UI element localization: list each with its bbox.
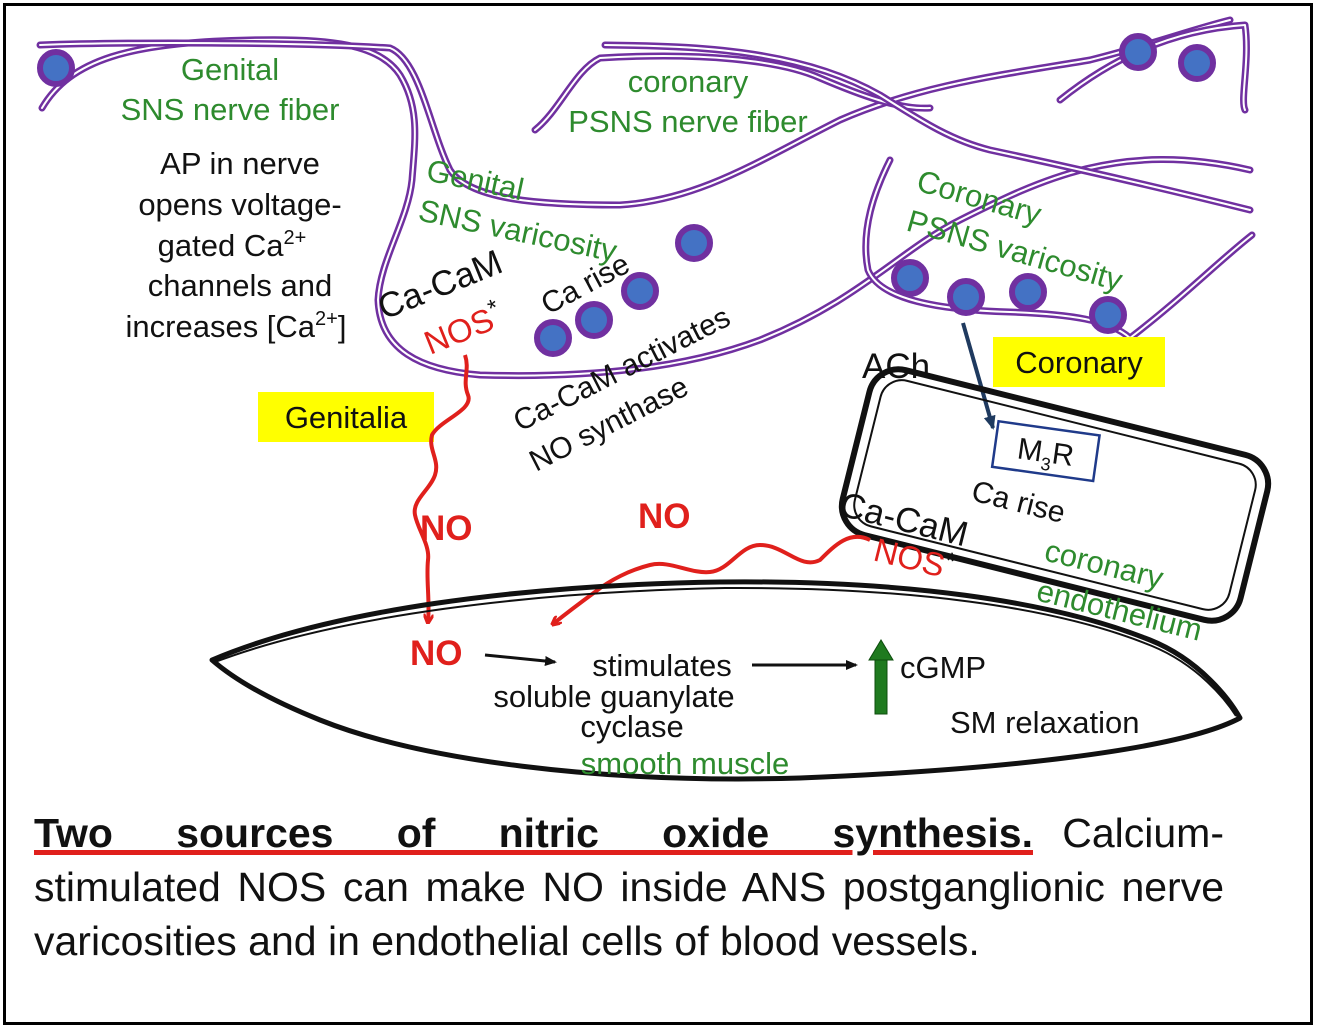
no-label-right: NO bbox=[638, 497, 691, 536]
m3r-receptor: M3R bbox=[990, 419, 1101, 483]
increase-arrow-icon bbox=[868, 639, 894, 715]
vesicles bbox=[37, 33, 1216, 357]
ap-line-2: opens voltage- bbox=[138, 187, 341, 222]
figure-caption: Two sources of nitric oxide synthesis. C… bbox=[34, 806, 1224, 968]
smooth-muscle-label: smooth muscle bbox=[581, 746, 789, 781]
no-path-coronary bbox=[553, 534, 871, 624]
ap-line-1: AP in nerve bbox=[160, 146, 320, 181]
nitric-oxide-diagram: Genital SNS nerve fiber coronary PSNS ne… bbox=[36, 16, 1272, 782]
vesicle bbox=[1089, 296, 1127, 334]
soluble-label: soluble guanylate bbox=[493, 679, 734, 714]
figure-frame bbox=[3, 3, 1313, 1025]
cgmp-label: cGMP bbox=[900, 650, 986, 685]
coronary-psns-fiber-label-2: PSNS nerve fiber bbox=[568, 104, 808, 139]
genitalia-highlight: Genitalia bbox=[258, 392, 434, 442]
vesicle bbox=[947, 278, 985, 316]
vesicle bbox=[621, 272, 659, 310]
vesicle bbox=[575, 301, 613, 339]
no-label-muscle: NO bbox=[410, 634, 463, 673]
genital-sns-nerve bbox=[36, 16, 1254, 380]
vesicle bbox=[37, 49, 75, 87]
no-path-genital bbox=[412, 354, 471, 622]
sm-relaxation-label: SM relaxation bbox=[950, 705, 1140, 740]
ap-line-3: gated Ca2+ bbox=[158, 227, 307, 263]
genitalia-label: Genitalia bbox=[285, 400, 408, 435]
vesicle bbox=[534, 319, 572, 357]
endothelial-cell bbox=[838, 366, 1272, 624]
vesicle bbox=[1178, 44, 1216, 82]
cyclase-label: cyclase bbox=[580, 709, 683, 744]
caption-body: Calcium-stimulated NOS can make NO insid… bbox=[34, 810, 1224, 964]
coronary-highlight: Coronary bbox=[993, 337, 1165, 387]
ach-arrow bbox=[961, 322, 996, 430]
coronary-label: Coronary bbox=[1015, 345, 1143, 380]
vesicle bbox=[1119, 33, 1157, 71]
coronary-psns-fiber-label-1: coronary bbox=[628, 64, 749, 99]
vesicle bbox=[675, 224, 713, 262]
genital-sns-fiber-label-2: SNS nerve fiber bbox=[121, 92, 340, 127]
vesicle bbox=[891, 259, 929, 297]
vesicle bbox=[1009, 273, 1047, 311]
m3r-label: M3R bbox=[1015, 432, 1076, 478]
ap-line-5: increases [Ca2+] bbox=[126, 308, 347, 344]
ap-line-4: channels and bbox=[148, 268, 332, 303]
stimulates-label: stimulates bbox=[592, 648, 732, 683]
ap-description: AP in nerve opens voltage- gated Ca2+ ch… bbox=[126, 146, 347, 344]
no-label-left: NO bbox=[420, 509, 473, 548]
caption-title: Two sources of nitric oxide synthesis. bbox=[34, 810, 1033, 856]
smooth-muscle-cell-sketch bbox=[214, 586, 1237, 717]
genital-sns-fiber-label-1: Genital bbox=[181, 52, 279, 87]
no-to-stimulates-arrow bbox=[484, 653, 557, 666]
endo-ca-rise-label: Ca rise bbox=[968, 475, 1068, 530]
smooth-muscle-cell bbox=[209, 579, 1243, 782]
coronary-psns-nerve bbox=[531, 21, 1256, 342]
